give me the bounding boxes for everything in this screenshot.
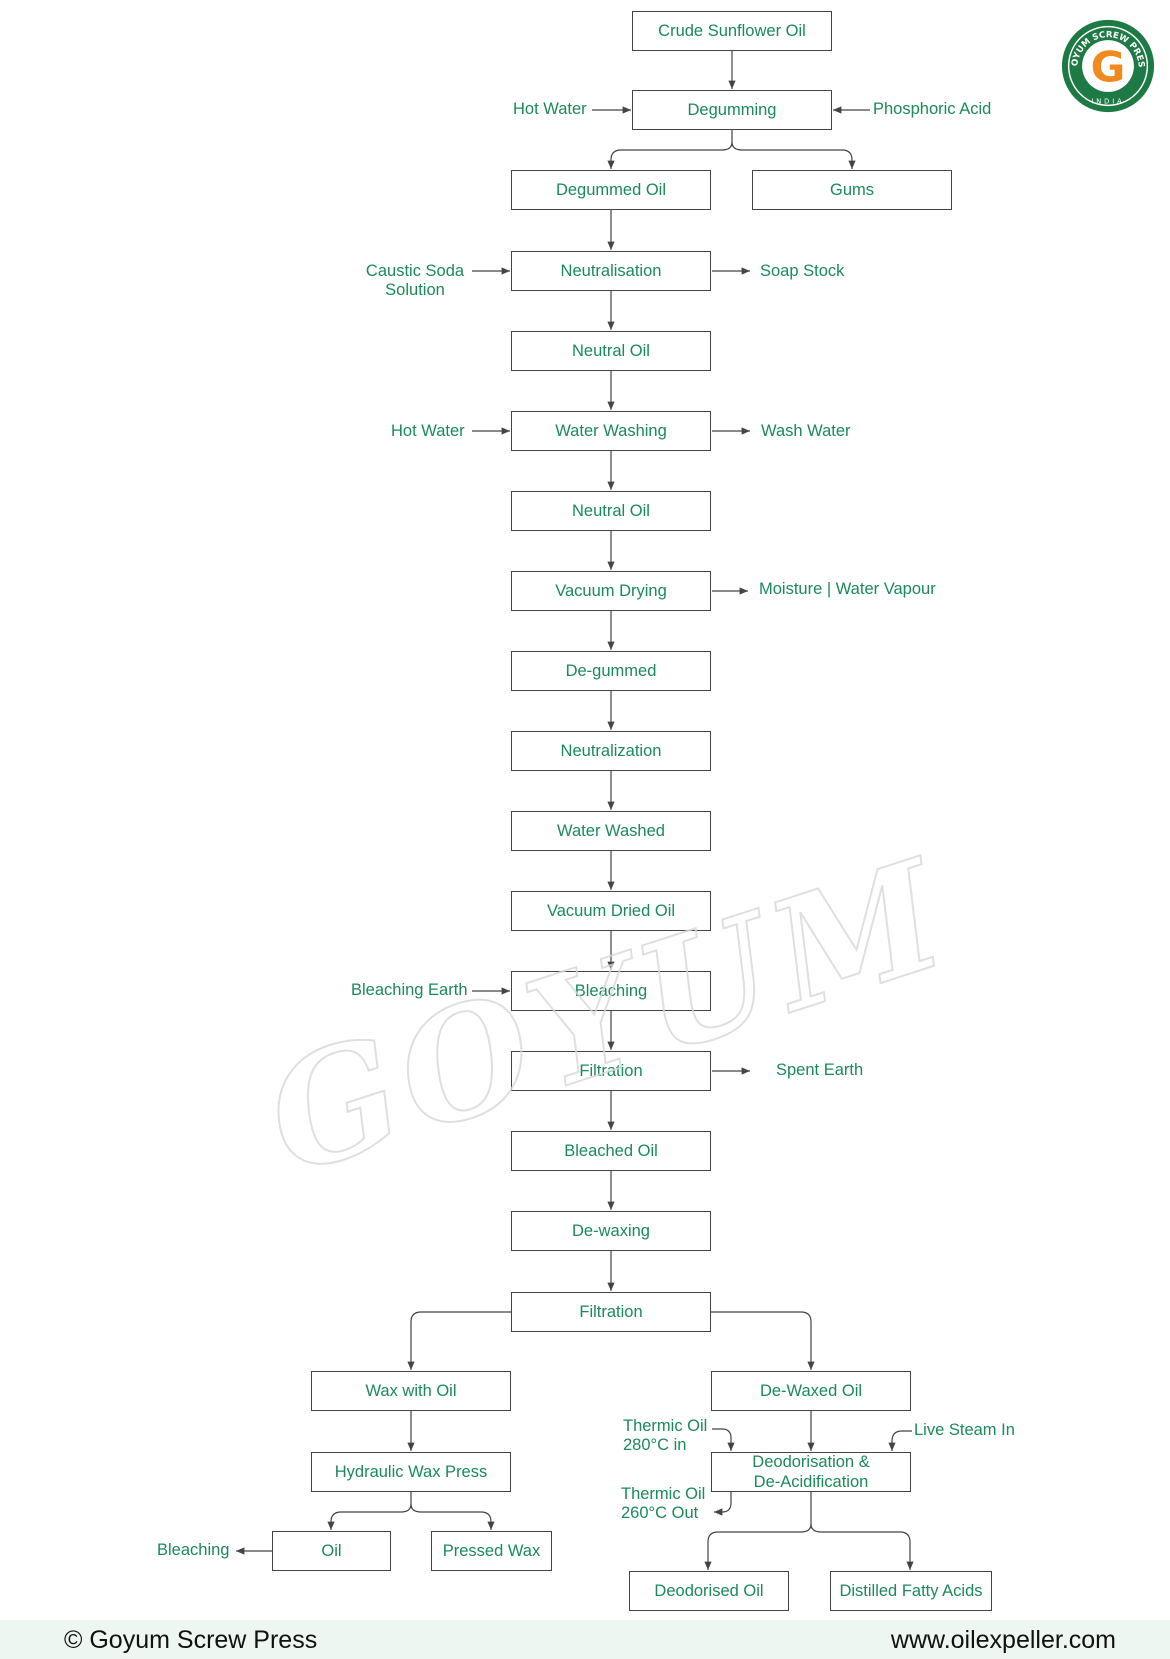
thermic-out-line-2: 260°C Out (621, 1504, 699, 1522)
goyum-logo: G GOYUM SCREW PRESS INDIA (1060, 18, 1155, 113)
label-hot-water-2: Hot Water (391, 422, 465, 440)
label-moisture-water-vapour: Moisture | Water Vapour (759, 580, 936, 598)
label-bleaching-out: Bleaching (157, 1541, 230, 1559)
arrow-thermic-in (712, 1428, 735, 1451)
box-filtration: Filtration (511, 1051, 711, 1091)
footer-website-link[interactable]: www.oilexpeller.com (890, 1626, 1116, 1654)
footer: © Goyum Screw Press www.oilexpeller.com (0, 1620, 1170, 1659)
arrow-degumming-degummed-oil (607, 130, 733, 169)
label-bleaching-earth: Bleaching Earth (351, 981, 468, 999)
box-neutral-oil: Neutral Oil (511, 331, 711, 371)
svg-text:G: G (1091, 42, 1126, 91)
label-phosphoric-acid: Phosphoric Acid (873, 100, 992, 118)
deodorisation-line-1: Deodorisation & (752, 1453, 870, 1471)
thermic-out-line-1: Thermic Oil (621, 1485, 706, 1503)
arrow-hydraulic-pressed-wax (410, 1503, 495, 1530)
footer-copyright: © Goyum Screw Press (64, 1626, 318, 1654)
arrow-distilled-fatty-acids (810, 1523, 914, 1570)
arrow-filtration-de-waxed-oil (711, 1311, 815, 1370)
box-crude-sunflower-oil: Crude Sunflower Oil (632, 11, 832, 51)
box-wax-with-oil: Wax with Oil (311, 1371, 511, 1411)
box-neutralization: Neutralization (511, 731, 711, 771)
thermic-in-line-2: 280°C in (623, 1436, 687, 1454)
box-de-waxing: De-waxing (511, 1211, 711, 1251)
label-hot-water: Hot Water (513, 100, 587, 118)
label-wash-water: Wash Water (761, 422, 851, 440)
box-gums: Gums (752, 170, 952, 210)
box-neutral-oil-2: Neutral Oil (511, 491, 711, 531)
box-vacuum-drying: Vacuum Drying (511, 571, 711, 611)
arrow-hydraulic-oil (327, 1492, 412, 1530)
box-bleached-oil: Bleached Oil (511, 1131, 711, 1171)
box-oil: Oil (272, 1531, 391, 1571)
box-neutralisation: Neutralisation (511, 251, 711, 291)
svg-text:INDIA: INDIA (1091, 97, 1124, 105)
box-deodorisation: Deodorisation & De-Acidification (711, 1452, 911, 1492)
label-spent-earth: Spent Earth (776, 1061, 864, 1079)
box-deodorised-oil: Deodorised Oil (629, 1571, 789, 1611)
box-degumming: Degumming (632, 90, 832, 130)
box-de-gummed: De-gummed (511, 651, 711, 691)
box-hydraulic-wax-press: Hydraulic Wax Press (311, 1452, 511, 1492)
arrow-degumming-gums (731, 141, 856, 169)
arrow-deodorised-oil (704, 1492, 812, 1570)
caustic-line-1: Caustic Soda (365, 262, 465, 280)
label-caustic-soda-solution: Caustic Soda Solution (360, 262, 470, 300)
thermic-in-line-1: Thermic Oil (623, 1417, 708, 1435)
box-degummed-oil: Degummed Oil (511, 170, 711, 210)
deodorisation-line-2: De-Acidification (753, 1473, 869, 1491)
arrow-live-steam (888, 1430, 912, 1451)
label-thermic-oil-in: Thermic Oil 280°C in (623, 1417, 707, 1455)
label-soap-stock: Soap Stock (760, 262, 845, 280)
box-pressed-wax: Pressed Wax (431, 1531, 552, 1571)
box-water-washing: Water Washing (511, 411, 711, 451)
box-bleaching: Bleaching (511, 971, 711, 1011)
box-de-waxed-oil: De-Waxed Oil (711, 1371, 911, 1411)
arrow-thermic-out (714, 1492, 732, 1516)
box-distilled-fatty-acids: Distilled Fatty Acids (830, 1571, 992, 1611)
arrow-filtration-wax-with-oil (407, 1311, 511, 1370)
box-vacuum-dried-oil: Vacuum Dried Oil (511, 891, 711, 931)
box-water-washed: Water Washed (511, 811, 711, 851)
box-filtration-2: Filtration (511, 1292, 711, 1332)
label-live-steam-in: Live Steam In (914, 1421, 1015, 1439)
label-thermic-oil-out: Thermic Oil 260°C Out (621, 1485, 705, 1523)
caustic-line-2: Solution (385, 281, 445, 299)
